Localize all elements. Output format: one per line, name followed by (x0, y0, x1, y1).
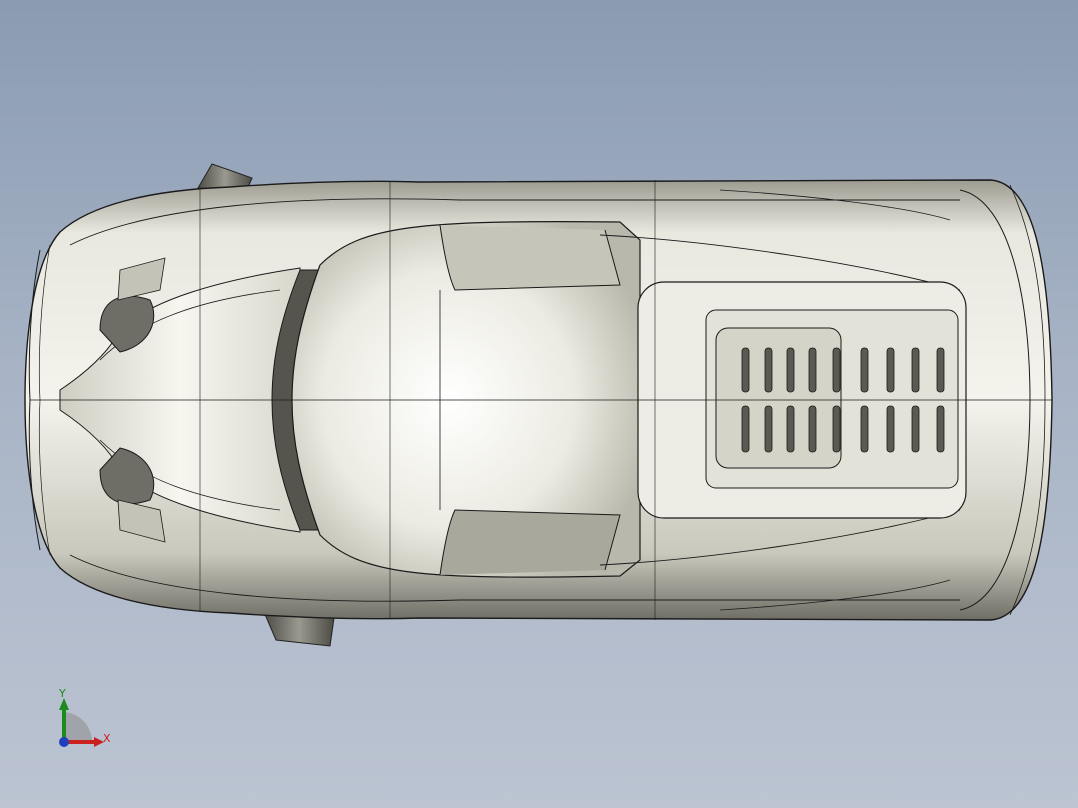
triad-axes-icon (59, 698, 104, 747)
vent-slot (886, 347, 895, 393)
vent-slot (786, 347, 795, 393)
vent-slot (741, 405, 750, 453)
vent-slot (886, 405, 895, 453)
coordinate-triad: Y X (50, 686, 120, 756)
cabin-canopy (291, 221, 641, 578)
vent-slot (911, 405, 920, 453)
right-headlight-recess (99, 447, 155, 505)
vent-slot (808, 405, 817, 453)
vent-slot (911, 347, 920, 393)
vent-slot (936, 405, 945, 453)
engine-vent-slots (741, 347, 945, 453)
vent-slot (860, 405, 869, 453)
vent-slot (832, 347, 841, 393)
vent-slot (764, 347, 773, 393)
y-axis-label: Y (59, 687, 66, 700)
vent-slot (860, 347, 869, 393)
left-headlight-recess (99, 295, 155, 353)
vent-slot (832, 405, 841, 453)
vent-slot (741, 347, 750, 393)
vent-slot (808, 347, 817, 393)
vent-slot (764, 405, 773, 453)
x-axis-label: X (103, 732, 111, 745)
vent-slot (786, 405, 795, 453)
vent-slot (936, 347, 945, 393)
